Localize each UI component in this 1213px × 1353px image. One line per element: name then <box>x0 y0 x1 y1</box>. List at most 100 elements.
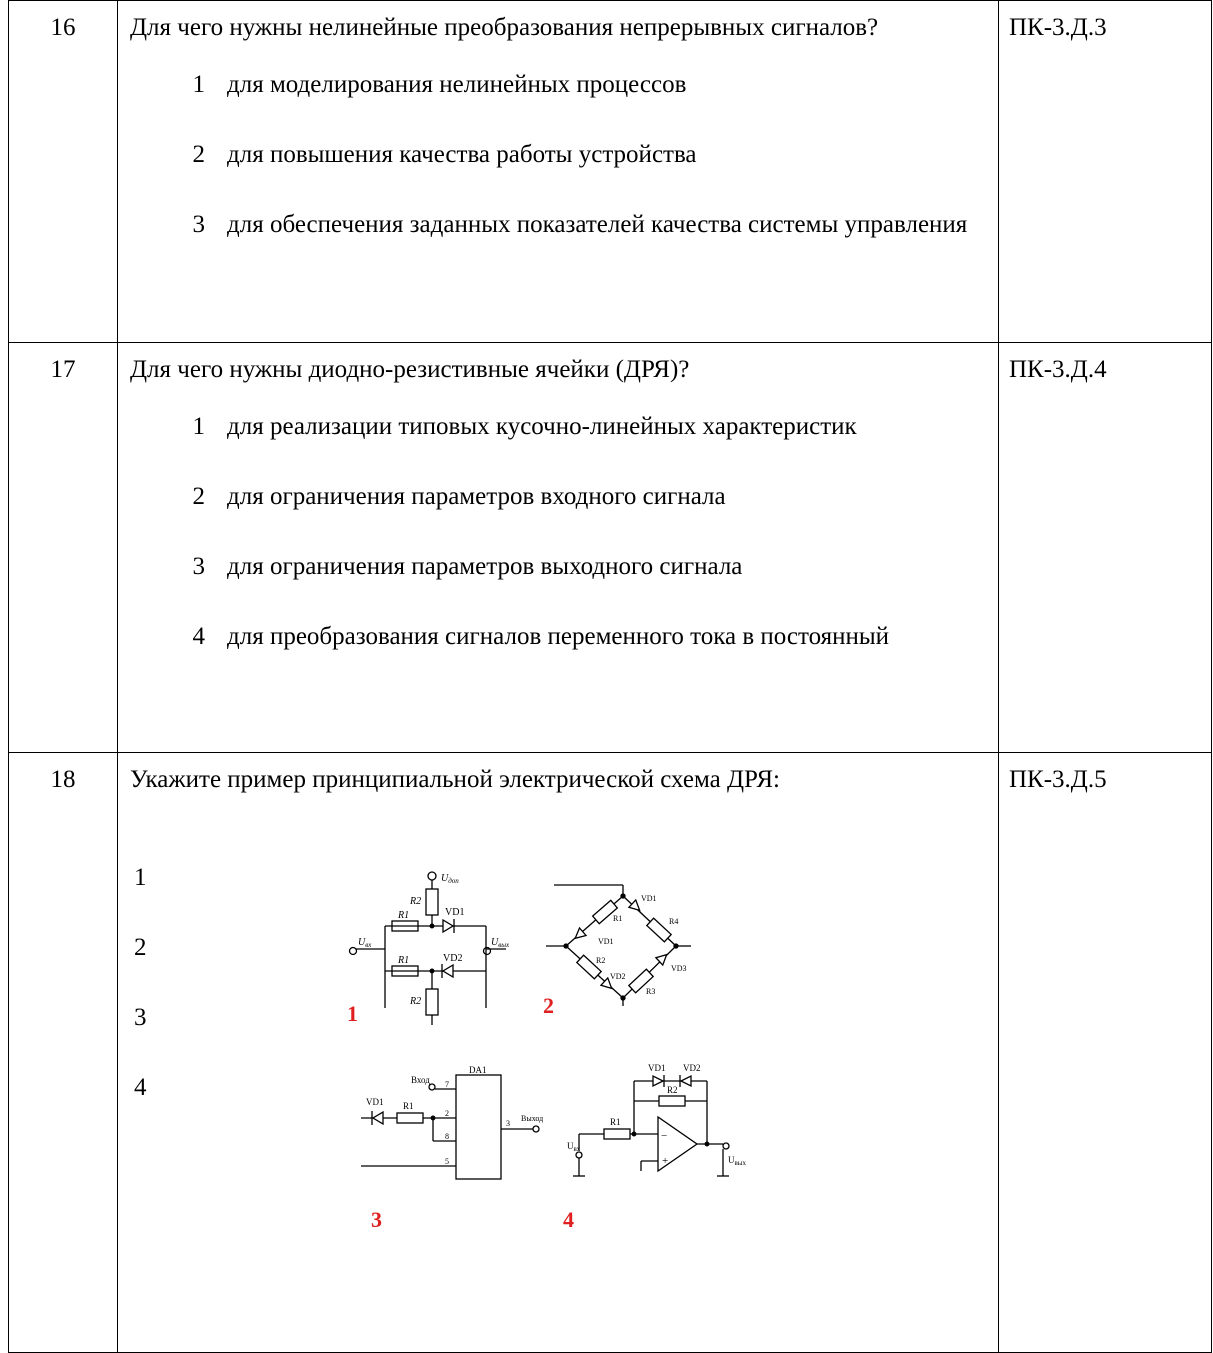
pin-3: 3 <box>506 1119 510 1128</box>
label-da1: DA1 <box>469 1065 487 1075</box>
question-row-17: 17 Для чего нужны диодно-резистивные яче… <box>8 342 1212 753</box>
pin-7: 7 <box>445 1080 449 1089</box>
resistor-r4 <box>645 917 673 943</box>
question-row-16: 16 Для чего нужны нелинейные преобразова… <box>8 0 1212 343</box>
circuit-3: DA1 Вход Выход VD1 R1 7 2 8 5 3 <box>361 1065 543 1180</box>
option-number: 3 <box>192 211 206 238</box>
circuit-1: Uдоп R2 R1 VD1 Uвх Uвых R1 VD2 R2 <box>348 871 510 1025</box>
terminal-icon <box>348 946 358 956</box>
label-r1-bot: R1 <box>397 955 409 966</box>
diode-vd2 <box>679 1074 692 1088</box>
diagram-label-2: 2 <box>543 993 554 1018</box>
circuit-2: VD1 R4 R1 VD1 R2 VD2 VD3 R3 <box>546 884 691 1006</box>
option-item: 3 для обеспечения заданных показателей к… <box>130 206 990 243</box>
option-text: для ограничения параметров входного сигн… <box>227 483 726 510</box>
option-text: для ограничения параметров выходного сиг… <box>227 553 743 580</box>
option-number: 2 <box>192 141 206 168</box>
competence-code: ПК-3.Д.5 <box>998 752 1212 1353</box>
options-list: 1 для реализации типовых кусочно-линейны… <box>130 408 990 655</box>
option-text: для реализации типовых кусочно-линейных … <box>227 413 857 440</box>
resistor-r1 <box>396 1112 424 1124</box>
option-text: для моделирования нелинейных процессов <box>227 71 687 98</box>
label-vd3: VD3 <box>671 964 687 973</box>
option-item: 2 для ограничения параметров входного си… <box>130 478 990 515</box>
question-text: Для чего нужны диодно-резистивные ячейки… <box>130 356 690 383</box>
label-vd2: VD2 <box>610 972 626 981</box>
resistor-r1 <box>591 899 619 925</box>
option-number: 1 <box>192 71 206 98</box>
option-item: 3 для ограничения параметров выходного с… <box>130 548 990 585</box>
opamp-triangle <box>657 1115 699 1173</box>
label-vd2: VD2 <box>443 953 462 964</box>
diagram-labels: 1 2 3 4 <box>347 993 574 1232</box>
diode-vd1 <box>371 1110 384 1126</box>
terminal-icon <box>427 871 437 881</box>
diode-vd1-left <box>574 926 588 940</box>
question-text: Укажите пример принципиальной электричес… <box>130 766 780 793</box>
option-text: для повышения качества работы устройства <box>227 141 697 168</box>
label-r2-bot: R2 <box>409 996 421 1007</box>
option-text: для обеспечения заданных показателей кач… <box>227 211 968 238</box>
label-r4: R4 <box>669 917 678 926</box>
competence-code: ПК-3.Д.4 <box>998 342 1212 753</box>
label-r2: R2 <box>596 956 605 965</box>
label-vhod: Вход <box>411 1075 430 1085</box>
resistor-r1-top <box>391 920 419 932</box>
terminal-icon <box>532 1125 540 1133</box>
label-vd1-left: VD1 <box>598 937 614 946</box>
circuit-4: VD1 VD2 R2 R1 − + Uвх Uвых <box>567 1063 747 1177</box>
pin-2: 2 <box>445 1109 449 1118</box>
answer-number: 3 <box>134 1004 147 1031</box>
label-vd1: VD1 <box>648 1063 666 1073</box>
resistor-r2 <box>575 954 603 980</box>
terminal-icon <box>428 1083 436 1091</box>
terminal-icon <box>722 1142 730 1150</box>
question-cell: Укажите пример принципиальной электричес… <box>117 752 999 1353</box>
resistor-r1-bot <box>391 965 419 977</box>
label-vd1-top: VD1 <box>641 894 657 903</box>
answer-numbers: 1 2 3 4 <box>134 859 147 1139</box>
question-number: 17 <box>8 342 118 753</box>
diode-vd1-top <box>627 898 641 912</box>
label-plus: + <box>662 1155 668 1167</box>
question-row-18: 1 8 Укажите пример принципиальной электри… <box>8 752 1212 1353</box>
resistor-r3 <box>627 968 655 994</box>
pin-5: 5 <box>445 1157 449 1166</box>
label-r1: R1 <box>403 1101 414 1111</box>
answer-number: 2 <box>134 934 147 961</box>
option-item: 1 для реализации типовых кусочно-линейны… <box>130 408 990 445</box>
option-number: 3 <box>192 553 206 580</box>
label-r2-top: R2 <box>409 896 421 907</box>
answer-number: 1 <box>134 864 147 891</box>
options-list: 1 для моделирования нелинейных процессов… <box>130 66 990 243</box>
diode-vd2 <box>441 963 454 979</box>
answer-number: 4 <box>134 1074 147 1101</box>
diode-vd1 <box>652 1074 665 1088</box>
pin-8: 8 <box>445 1132 449 1141</box>
label-r2: R2 <box>667 1085 678 1095</box>
option-item: 2 для повышения качества работы устройст… <box>130 136 990 173</box>
diagram-label-3: 3 <box>371 1207 382 1232</box>
question-cell: Для чего нужны нелинейные преобразования… <box>117 0 999 343</box>
diagram-label-4: 4 <box>563 1207 574 1232</box>
label-u-in: Uвх <box>567 1141 581 1153</box>
label-u-sup: Uдоп <box>441 873 459 885</box>
label-minus: − <box>661 1130 667 1142</box>
label-u-in: Uвх <box>358 937 372 949</box>
resistor-r2 <box>658 1095 686 1107</box>
circuit-diagrams: Uдоп R2 R1 VD1 Uвх Uвых R1 VD2 R2 <box>347 871 747 1232</box>
competence-code: ПК-3.Д.3 <box>998 0 1212 343</box>
diagram-label-1: 1 <box>347 1001 358 1026</box>
question-number: 16 <box>8 0 118 343</box>
option-item: 4 для преобразования сигналов переменног… <box>130 618 990 655</box>
label-r1-top: R1 <box>397 910 409 921</box>
label-r1: R1 <box>613 914 622 923</box>
diode-vd2 <box>599 976 613 990</box>
resistor-r2-bot <box>425 988 439 1016</box>
diagram-area: Укажите пример принципиальной электричес… <box>130 761 990 1331</box>
option-number: 4 <box>192 623 206 650</box>
label-vd1: VD1 <box>445 907 464 918</box>
opamp-da1 <box>455 1074 502 1180</box>
option-text: для преобразования сигналов переменного … <box>227 623 890 650</box>
label-u-out: Uвых <box>728 1155 747 1167</box>
